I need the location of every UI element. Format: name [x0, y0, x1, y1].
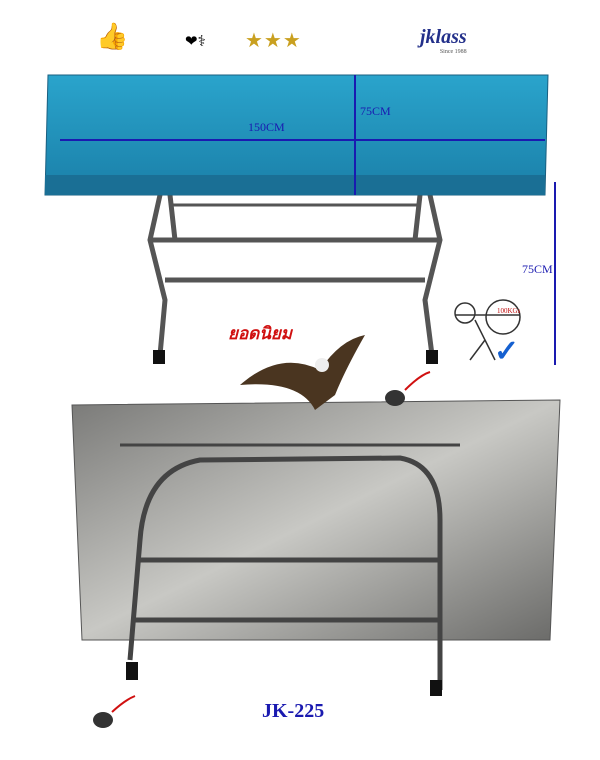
foot-pad-icon	[385, 390, 405, 406]
width-label: 150CM	[248, 120, 285, 134]
upright-table-frame	[147, 194, 443, 356]
height-label: 75CM	[522, 262, 553, 276]
foot-pad-icon	[93, 712, 113, 728]
certification-icons: ❤⚕	[185, 34, 206, 50]
checkmark-icon: ✓	[494, 335, 520, 368]
eagle-icon	[240, 335, 365, 410]
rating-stars: ★★★	[245, 30, 302, 52]
load-label: 100KGs	[497, 307, 521, 315]
weightlifter-icon	[454, 299, 521, 361]
popular-label: ยอดนิยม	[228, 324, 292, 344]
arrow-icon	[111, 695, 136, 713]
model-number: JK-225	[262, 700, 325, 722]
arrow-icon	[404, 371, 431, 391]
depth-label: 75CM	[360, 104, 391, 118]
folded-table-legs	[120, 443, 460, 690]
dimension-lines	[60, 75, 556, 365]
thumbs-up-icon: 👍	[96, 22, 129, 51]
